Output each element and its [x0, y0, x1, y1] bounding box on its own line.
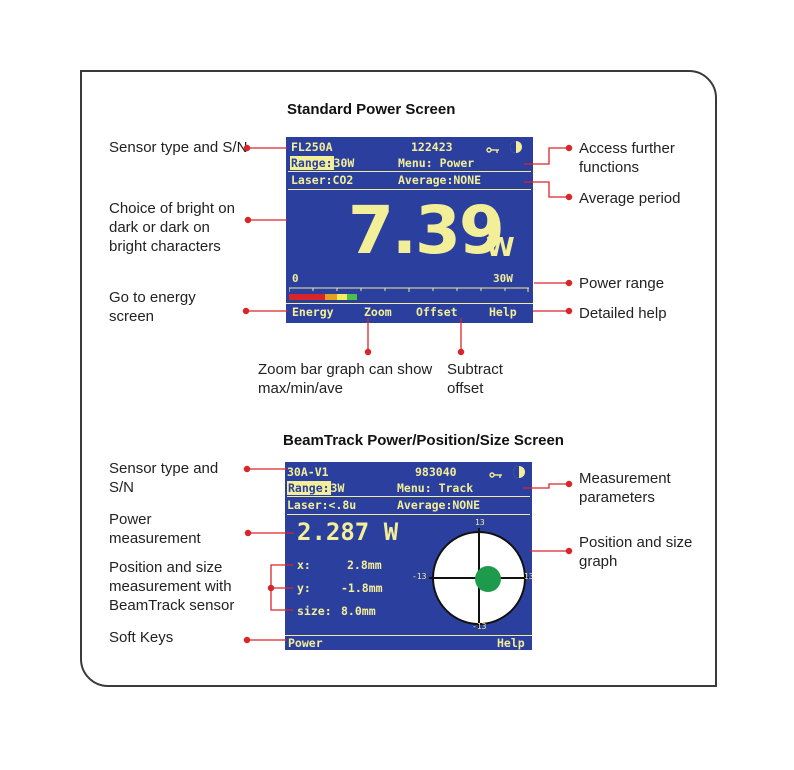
range-field[interactable]: Range:30W [290, 156, 354, 170]
power-reading: 7.39 [348, 192, 505, 269]
x-value: 2.8mm [347, 558, 382, 572]
label-subtract-offset: Subtract offset [447, 361, 503, 397]
diagram-frame [80, 70, 717, 687]
label-bt-params: Measurement parameters [579, 470, 671, 506]
label-bt-position: Position and size measurement with BeamT… [109, 559, 235, 614]
label-power-range: Power range [579, 275, 665, 292]
label-sensor-type: Sensor type and S/N [109, 139, 248, 156]
size-value: 8.0mm [341, 604, 376, 618]
beam-spot [475, 566, 501, 592]
softkey-zoom[interactable]: Zoom [364, 305, 392, 319]
brightness-toggle-icon[interactable] [508, 140, 524, 159]
bt-laser-field[interactable]: Laser:<.8u [287, 498, 357, 512]
label-bt-power: Power measurement [109, 511, 201, 547]
header-divider-2 [288, 189, 531, 190]
bt-serial-number-text: 983040 [415, 465, 457, 479]
axis-right-label: 13 [524, 572, 532, 581]
serial-number-text: 122423 [411, 140, 453, 154]
bt-average-field[interactable]: Average:NONE [397, 498, 481, 512]
position-graph [421, 518, 531, 639]
bt-sensor-type-text: 30A-V1 [287, 465, 329, 479]
size-label: size: [297, 604, 332, 618]
label-zoom-bar-graph: Zoom bar graph can show max/min/ave [258, 361, 433, 397]
range-label: Range: [290, 156, 334, 170]
standard-screen-title: Standard Power Screen [287, 101, 456, 118]
power-unit: W [486, 233, 515, 263]
bt-softkey-divider [285, 635, 532, 636]
menu-field[interactable]: Menu: Power [398, 156, 474, 170]
x-label: x: [297, 558, 311, 572]
axis-bottom-label: -13 [472, 622, 487, 631]
label-energy-screen: Go to energy screen [109, 289, 196, 325]
menu-label: Menu: [398, 156, 433, 170]
softkey-offset[interactable]: Offset [416, 305, 458, 319]
y-value: -1.8mm [341, 581, 383, 595]
label-bt-soft-keys: Soft Keys [109, 629, 174, 646]
softkey-help[interactable]: Help [489, 305, 517, 319]
header-divider [288, 171, 531, 172]
label-further-functions: Access further functions [579, 140, 675, 176]
bt-header-divider [287, 496, 530, 497]
label-detailed-help: Detailed help [579, 305, 667, 322]
bt-softkey-power[interactable]: Power [288, 636, 323, 650]
softkey-divider [286, 303, 533, 304]
label-bt-sensor-type: Sensor type and S/N [109, 460, 219, 496]
key-icon [486, 142, 508, 160]
bt-softkey-help[interactable]: Help [497, 636, 525, 650]
softkey-energy[interactable]: Energy [292, 305, 334, 319]
average-field[interactable]: Average:NONE [398, 173, 482, 187]
menu-value: Power [439, 156, 475, 170]
bar-graph [288, 286, 529, 307]
laser-field[interactable]: Laser:CO2 [291, 173, 354, 187]
bt-brightness-toggle-icon[interactable] [511, 465, 527, 484]
beamtrack-screen-title: BeamTrack Power/Position/Size Screen [283, 432, 564, 449]
label-bright: Choice of bright on dark or dark on brig… [109, 200, 235, 255]
bt-key-icon [489, 467, 511, 485]
y-label: y: [297, 581, 311, 595]
axis-left-label: -13 [412, 572, 427, 581]
bt-range-label: Range: [287, 481, 331, 495]
bt-range-field[interactable]: Range:3W [287, 481, 344, 495]
label-bt-graph: Position and size graph [579, 534, 693, 570]
bar-min-label: 0 [292, 272, 299, 285]
beamtrack-screen: 30A-V1 983040 Range:3W Menu: Track Laser… [285, 462, 532, 650]
bt-menu-field[interactable]: Menu: Track [397, 481, 473, 495]
range-value: 30W [333, 156, 355, 170]
standard-power-screen: FL250A 122423 Range:30W Menu: Power Lase… [286, 137, 533, 323]
bt-power-reading: 2.287 W [297, 518, 399, 546]
bar-max-label: 30W [493, 272, 513, 285]
sensor-type-text: FL250A [291, 140, 333, 154]
bt-header-divider-2 [287, 514, 530, 515]
label-average-period: Average period [579, 190, 681, 207]
bt-menu-label: Menu: [397, 481, 432, 495]
bt-menu-value: Track [438, 481, 474, 495]
axis-top-label: 13 [475, 518, 485, 527]
bt-range-value: 3W [330, 481, 345, 495]
